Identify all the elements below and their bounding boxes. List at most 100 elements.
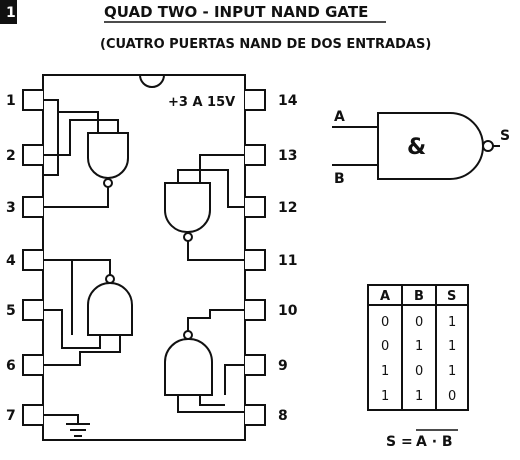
- wire: [43, 259, 73, 335]
- badge-box: [0, 0, 17, 24]
- table-cell: 0: [415, 364, 423, 379]
- left-pin-numbers: 1 2 3 4 5 6 7: [6, 93, 16, 424]
- pin-11-lead: [245, 249, 266, 271]
- wire: [58, 111, 99, 133]
- table-cell: 1: [448, 315, 456, 330]
- wire: [199, 395, 225, 406]
- inversion-bubble: [105, 274, 115, 284]
- ic-package: [42, 74, 246, 441]
- right-pin-numbers: 14 13 12 11 10 9 8: [278, 93, 298, 424]
- table-row: 0 0 1: [381, 315, 456, 330]
- wire: [187, 309, 245, 331]
- truth-table: A B S 0 0 1 0 1 1 1 0 1 1 1 0: [367, 284, 469, 411]
- left-pins: [22, 89, 43, 426]
- equation-term: A · B: [416, 434, 453, 450]
- table-row: 1 1 0: [381, 389, 456, 404]
- gate-body: [87, 132, 129, 180]
- gate-body: [164, 337, 214, 396]
- column-header: S: [447, 289, 456, 304]
- pin-number: 13: [278, 148, 297, 164]
- table-row: 1 0 1: [381, 364, 456, 379]
- gate-body: [87, 281, 133, 336]
- wire: [43, 335, 121, 366]
- nand-gate-1: [43, 99, 129, 208]
- inversion-bubble: [103, 178, 113, 188]
- table-cell: 0: [448, 389, 456, 404]
- equation: S = A · B: [386, 429, 458, 450]
- pin-number: 9: [278, 358, 288, 374]
- pin-number: 6: [6, 358, 16, 374]
- header: 1 QUAD TWO - INPUT NAND GATE (CUATRO PUE…: [0, 0, 431, 52]
- wire: [177, 395, 245, 413]
- table-header-row: A B S: [380, 289, 456, 304]
- gate-body: [163, 182, 211, 234]
- column-header: A: [380, 289, 390, 304]
- pin-number: 3: [6, 200, 16, 216]
- input-a-label: A: [334, 109, 345, 125]
- pin-5-lead: [22, 299, 43, 321]
- pin-1-lead: [22, 89, 43, 111]
- wire: [72, 259, 111, 275]
- table-cell: 1: [415, 389, 423, 404]
- table-cell: 0: [381, 315, 389, 330]
- wire: [177, 169, 245, 208]
- title: QUAD TWO - INPUT NAND GATE: [104, 3, 368, 21]
- table-cell: 0: [381, 339, 389, 354]
- pin-3-lead: [22, 196, 43, 218]
- table-cell: 1: [381, 364, 389, 379]
- pin-7-lead: [22, 404, 43, 426]
- inversion-bubble: [482, 140, 494, 152]
- wire: [187, 241, 245, 261]
- pin-4-lead: [22, 249, 43, 271]
- wire: [43, 309, 101, 349]
- nand-gate-4: [163, 154, 245, 261]
- table-cell: 1: [448, 339, 456, 354]
- supply-label: +3 A 15V: [168, 95, 235, 110]
- nand-gate-2: [43, 259, 133, 366]
- pin-number: 5: [6, 303, 16, 319]
- table-cell: 1: [448, 364, 456, 379]
- pin-12-lead: [245, 196, 266, 218]
- function-symbol: &: [407, 135, 426, 160]
- pin-number: 2: [6, 148, 16, 164]
- nand-symbol: A B & S: [332, 109, 510, 187]
- pin-number: 11: [278, 253, 297, 269]
- wire: [43, 187, 109, 208]
- pin-2-lead: [22, 144, 43, 166]
- table-cell: 1: [381, 389, 389, 404]
- table-cell: 0: [415, 315, 423, 330]
- table-cell: 1: [415, 339, 423, 354]
- ground-icon: [43, 414, 90, 437]
- output-label: S: [500, 128, 510, 144]
- badge-number: 1: [6, 5, 16, 21]
- wire: [43, 119, 119, 156]
- equation-prefix: S =: [386, 434, 413, 450]
- ic-body: [42, 74, 246, 441]
- pin-10-lead: [245, 299, 266, 321]
- pin-14-lead: [245, 89, 266, 111]
- wire: [43, 414, 79, 424]
- pin-number: 12: [278, 200, 297, 216]
- wire: [43, 99, 59, 176]
- pin-9-lead: [245, 354, 266, 376]
- pin-number: 8: [278, 408, 288, 424]
- pin-number: 4: [6, 253, 16, 269]
- right-pins: [245, 89, 266, 426]
- column-header: B: [414, 289, 424, 304]
- pin-number: 1: [6, 93, 16, 109]
- inversion-bubble: [183, 330, 193, 340]
- pin-8-lead: [245, 404, 266, 426]
- wire: [199, 154, 245, 183]
- nand-gate-3: [164, 309, 245, 413]
- gate-body: [377, 112, 484, 180]
- ic-notch: [139, 74, 165, 88]
- internal-wiring: [43, 99, 245, 437]
- pin-number: 14: [278, 93, 298, 109]
- table-row: 0 1 1: [381, 339, 456, 354]
- pin-13-lead: [245, 144, 266, 166]
- pin-number: 10: [278, 303, 298, 319]
- wire: [224, 364, 245, 395]
- inversion-bubble: [183, 232, 193, 242]
- pin-6-lead: [22, 354, 43, 376]
